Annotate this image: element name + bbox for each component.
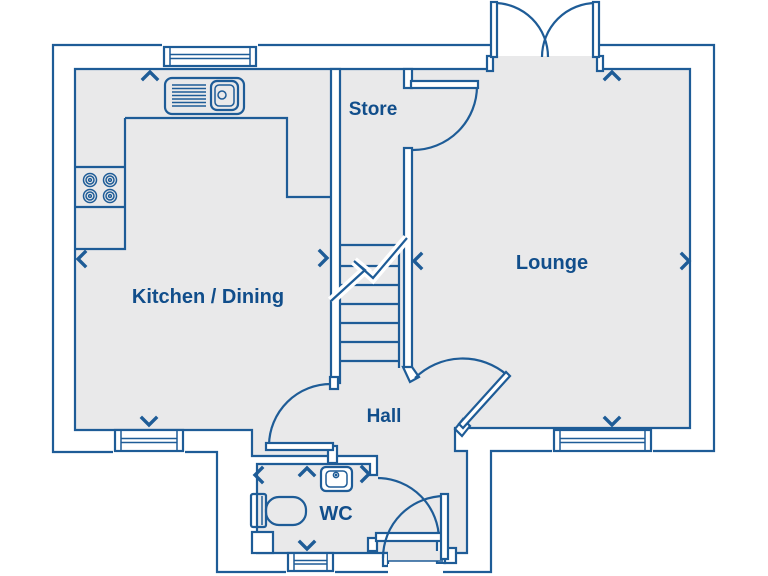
chevron-up-icon bbox=[140, 69, 160, 82]
chevron-right-icon bbox=[317, 248, 330, 268]
store-door bbox=[409, 79, 480, 152]
french-door-right-leaf bbox=[591, 0, 601, 59]
sink-drainer-icon bbox=[163, 76, 246, 116]
kitchen-stairs-wall bbox=[329, 67, 342, 385]
chevron-left-icon bbox=[411, 251, 424, 271]
chevron-up-icon bbox=[297, 465, 317, 478]
lounge-label: Lounge bbox=[516, 252, 588, 274]
store-label: Store bbox=[349, 99, 398, 120]
store-door-jamb bbox=[402, 67, 414, 90]
front-door bbox=[381, 492, 450, 576]
windows bbox=[113, 42, 653, 574]
wc-corner-boxing bbox=[250, 530, 275, 555]
kitchen-hall-door bbox=[264, 382, 335, 452]
chevron-down-icon bbox=[602, 415, 622, 428]
french-doors bbox=[485, 0, 605, 73]
worktop-top bbox=[125, 116, 331, 199]
wc-bottom-window bbox=[286, 551, 335, 574]
dimension-markers bbox=[75, 69, 692, 552]
kitchen-label: Kitchen / Dining bbox=[132, 286, 284, 308]
hob-icon bbox=[82, 172, 118, 204]
french-door-left-jamb bbox=[485, 54, 495, 73]
wc-door-hinge-jamb bbox=[366, 536, 379, 553]
chevron-left-icon bbox=[252, 465, 265, 485]
room-labels: Kitchen / Dining Store Lounge Hall WC bbox=[132, 99, 588, 525]
french-door-right-swing bbox=[540, 1, 597, 58]
wc-label: WC bbox=[319, 503, 352, 525]
french-door-left-leaf bbox=[489, 0, 499, 59]
kitchen-top-window bbox=[162, 42, 258, 68]
stair-wall-angled-end bbox=[401, 365, 421, 384]
doors bbox=[264, 79, 512, 576]
chevron-right-icon bbox=[359, 464, 372, 484]
stair-break-line bbox=[330, 237, 408, 302]
hall-label: Hall bbox=[367, 406, 402, 427]
interior-floor bbox=[73, 67, 692, 555]
chevron-down-icon bbox=[297, 539, 317, 552]
store-lounge-wall bbox=[402, 146, 414, 370]
chevron-left-icon bbox=[75, 249, 88, 269]
kitchen-bottom-window bbox=[113, 428, 185, 454]
toilet-icon bbox=[249, 492, 308, 529]
wash-basin-icon bbox=[319, 465, 354, 493]
french-door-left-swing bbox=[493, 1, 550, 58]
kitchen-fixtures bbox=[75, 76, 331, 251]
kitchen-door-jamb bbox=[328, 375, 340, 391]
lounge-bottom-window bbox=[552, 428, 653, 454]
french-door-right-jamb bbox=[595, 54, 605, 73]
chevron-down-icon bbox=[139, 415, 159, 428]
wc-fixtures bbox=[249, 465, 354, 529]
chevron-up-icon bbox=[602, 69, 622, 82]
worktop-left bbox=[75, 118, 127, 251]
staircase bbox=[327, 235, 411, 368]
lounge-hall-door bbox=[414, 357, 512, 430]
chevron-right-icon bbox=[679, 251, 692, 271]
